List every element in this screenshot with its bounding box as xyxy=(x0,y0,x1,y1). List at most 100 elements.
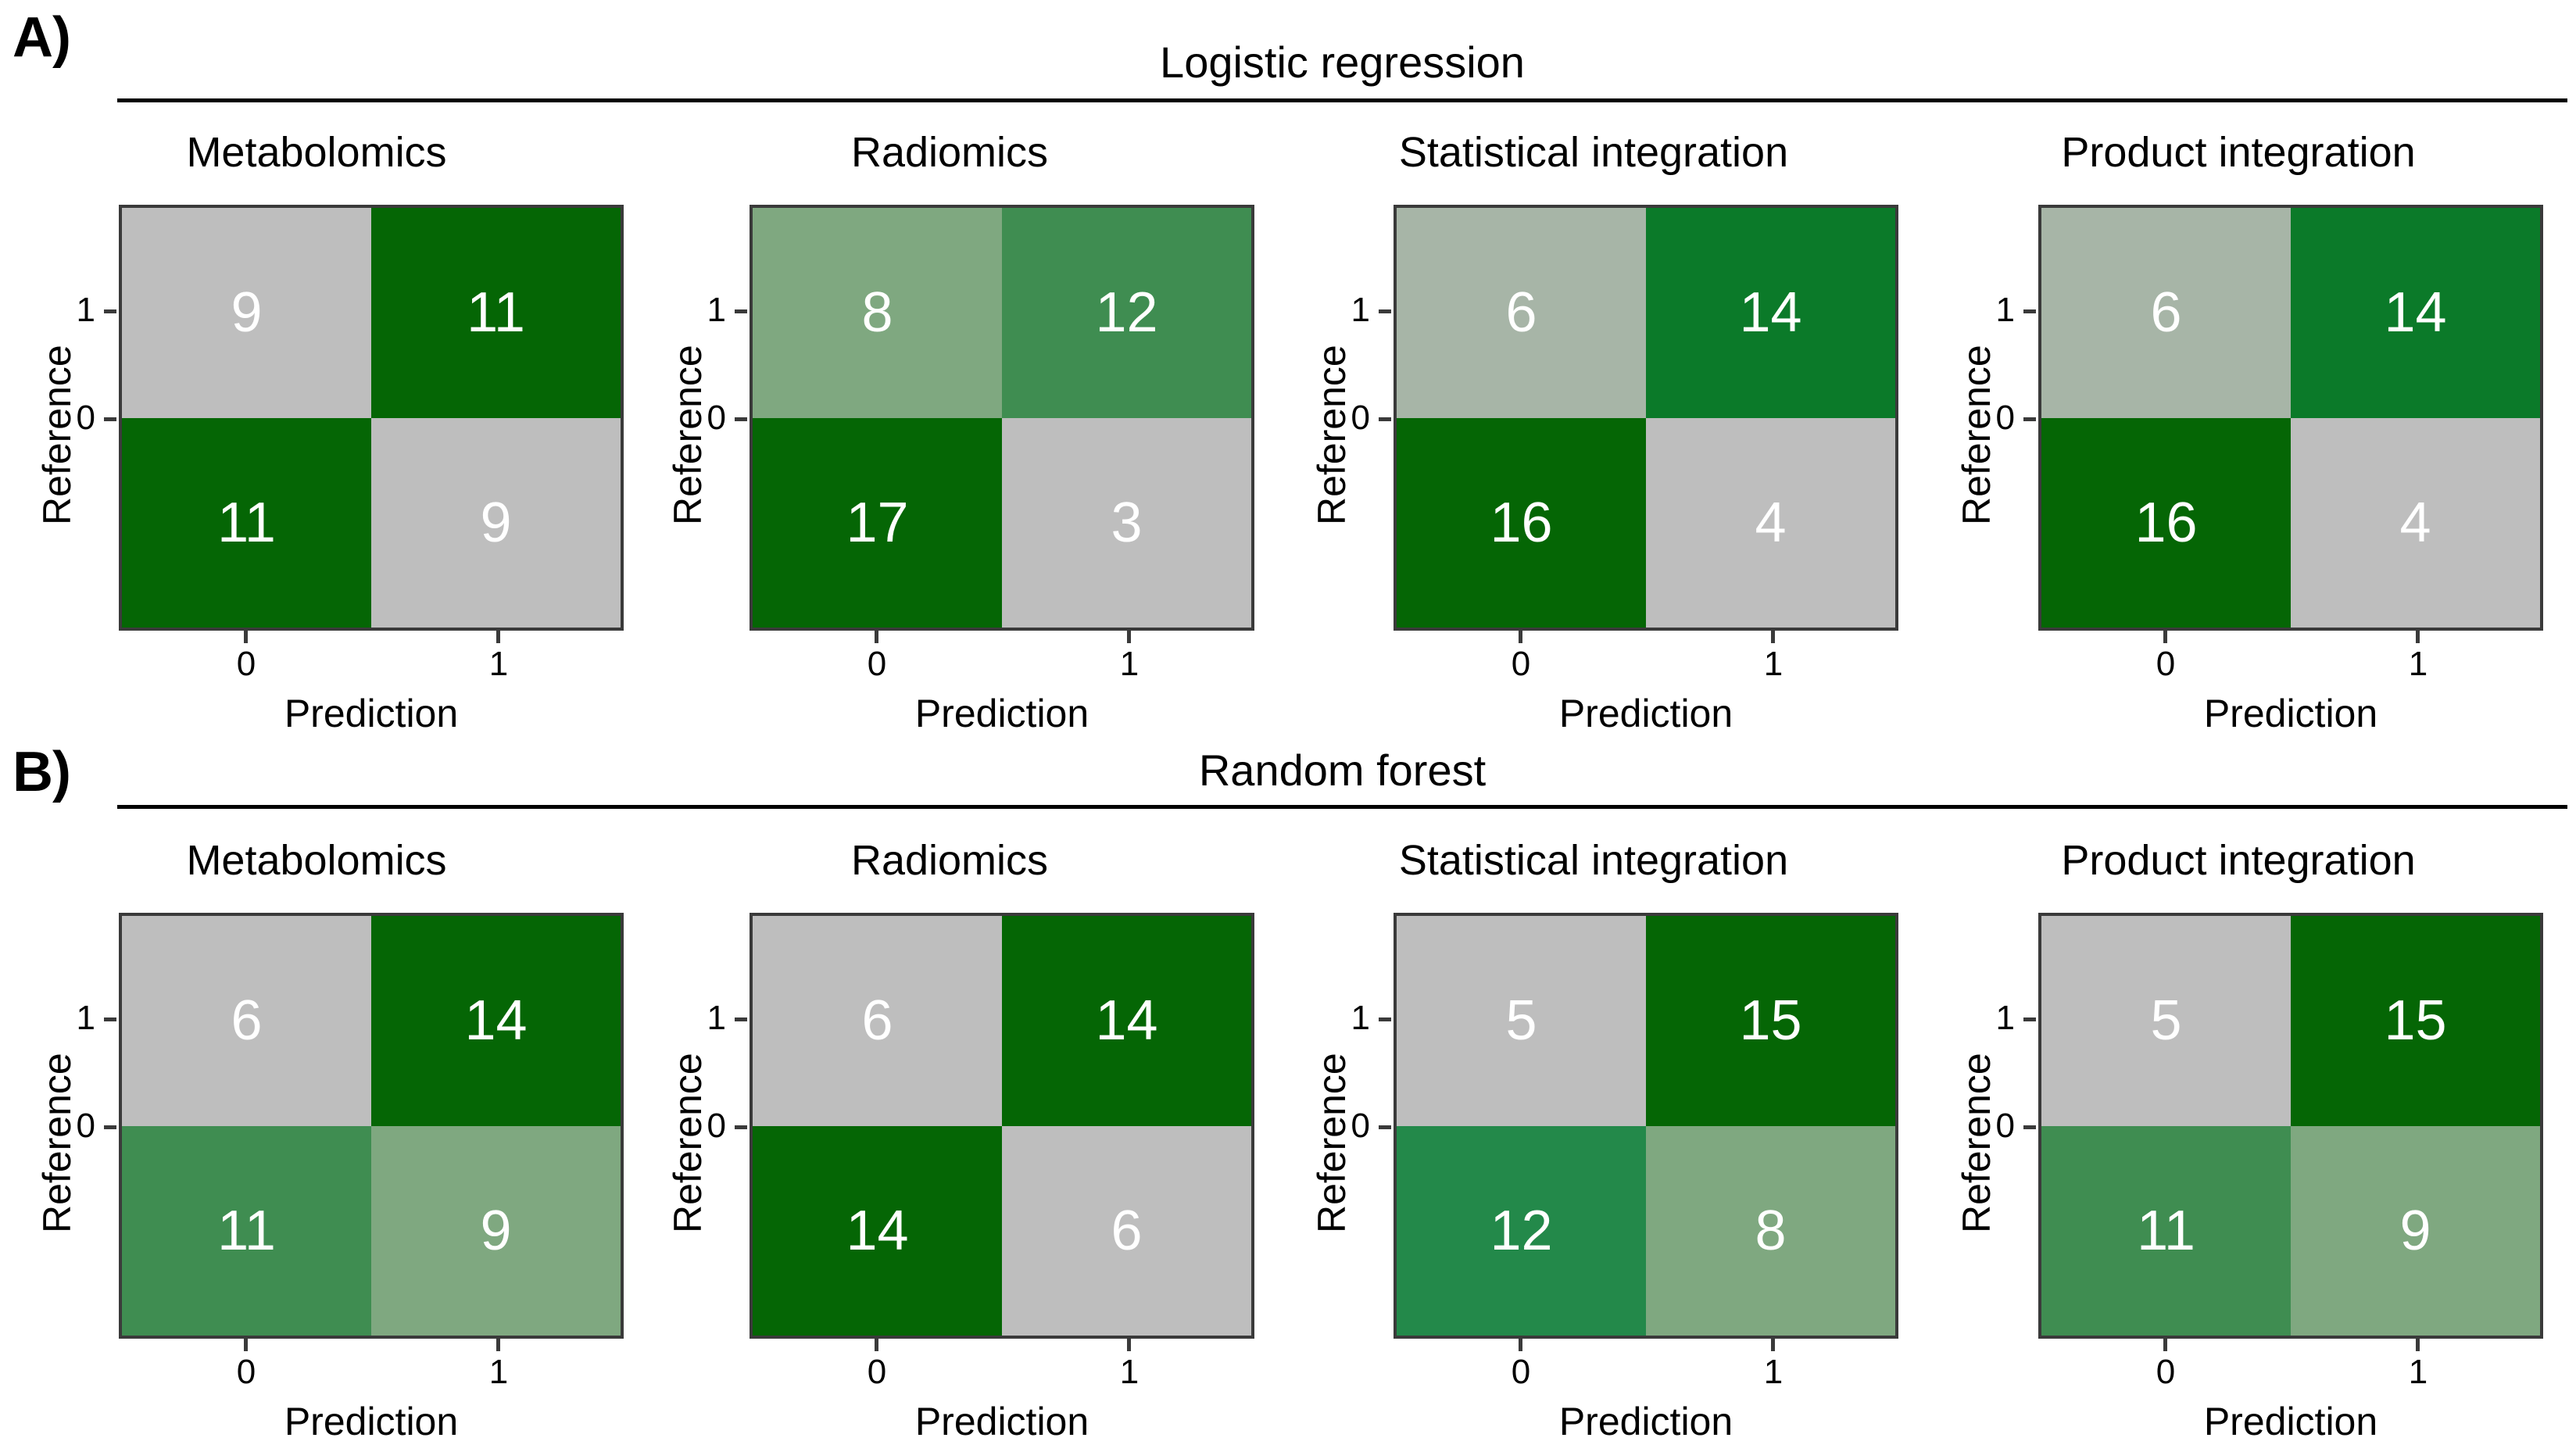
x-axis-label: Prediction xyxy=(914,692,1089,735)
y-tick-label-0: 0 xyxy=(76,1107,95,1145)
cell-value: 5 xyxy=(2150,989,2182,1053)
matrix-cell: 9 xyxy=(371,417,621,628)
y-tick-mark-0 xyxy=(2023,417,2036,421)
matrix-cell: 11 xyxy=(371,208,621,418)
cell-value: 9 xyxy=(231,281,263,345)
x-tick-mark-1 xyxy=(496,631,500,643)
matrix-cell: 11 xyxy=(122,1125,371,1336)
cell-value: 9 xyxy=(480,1199,512,1262)
x-tick-label-1: 1 xyxy=(1119,1353,1140,1391)
y-tick-label-1: 1 xyxy=(76,291,95,329)
cell-value: 14 xyxy=(2384,281,2447,345)
x-tick-mark-1 xyxy=(2416,631,2420,643)
cell-value: 4 xyxy=(2399,491,2431,554)
matrix-cell: 3 xyxy=(1002,417,1251,628)
y-tick-mark-0 xyxy=(735,1125,747,1129)
x-axis-label: Prediction xyxy=(284,1400,459,1443)
y-tick-mark-1 xyxy=(735,1017,747,1021)
x-tick-label-1: 1 xyxy=(1763,1353,1784,1391)
matrix-cell: 6 xyxy=(2041,208,2291,418)
y-tick-label-0: 0 xyxy=(707,399,726,437)
matrix-cell: 6 xyxy=(1002,1125,1251,1336)
matrix-cell: 5 xyxy=(2041,916,2291,1126)
y-tick-mark-1 xyxy=(1379,309,1391,313)
cell-value: 14 xyxy=(1095,989,1158,1053)
section-title-random-forest: Random forest xyxy=(1198,746,1487,795)
cell-value: 8 xyxy=(1755,1199,1787,1262)
cell-value: 6 xyxy=(2150,281,2182,345)
y-tick-label-1: 1 xyxy=(76,999,95,1037)
cell-value: 14 xyxy=(464,989,528,1053)
x-axis-label: Prediction xyxy=(914,1400,1089,1443)
y-tick-mark-1 xyxy=(104,1017,116,1021)
cell-value: 6 xyxy=(231,989,263,1053)
matrix-cell: 8 xyxy=(753,208,1002,418)
x-tick-label-0: 0 xyxy=(1511,1353,1531,1391)
y-tick-label-1: 1 xyxy=(1351,999,1370,1037)
x-tick-label-0: 0 xyxy=(867,645,887,683)
cell-value: 14 xyxy=(846,1199,909,1262)
matrix-grid: 6 14 16 4 xyxy=(1394,205,1898,631)
matrix-grid: 9 11 11 9 xyxy=(119,205,624,631)
cell-value: 5 xyxy=(1505,989,1537,1053)
x-tick-mark-0 xyxy=(875,631,878,643)
x-tick-label-1: 1 xyxy=(1119,645,1140,683)
y-tick-mark-1 xyxy=(735,309,747,313)
matrix-grid: 5 15 11 9 xyxy=(2038,913,2543,1339)
matrix-grid: 8 12 17 3 xyxy=(750,205,1254,631)
section-letter-b: B) xyxy=(13,741,71,803)
x-tick-mark-1 xyxy=(496,1339,500,1351)
matrix-cell: 14 xyxy=(2291,208,2540,418)
matrix-grid: 6 14 14 6 xyxy=(750,913,1254,1339)
cell-value: 12 xyxy=(1095,281,1158,345)
y-tick-label-0: 0 xyxy=(1351,399,1370,437)
matrix-title: Product integration xyxy=(2061,129,2416,176)
x-tick-label-1: 1 xyxy=(2408,645,2428,683)
matrix-cell: 9 xyxy=(2291,1125,2540,1336)
matrix-cell: 16 xyxy=(1397,417,1646,628)
matrix-cell: 14 xyxy=(1002,916,1251,1126)
cell-value: 11 xyxy=(2137,1199,2195,1262)
cell-value: 15 xyxy=(2384,989,2447,1053)
matrix-cell: 4 xyxy=(2291,417,2540,628)
x-tick-label-0: 0 xyxy=(236,645,256,683)
x-axis-label: Prediction xyxy=(2203,692,2378,735)
section-letter-a: A) xyxy=(13,6,71,69)
cell-value: 15 xyxy=(1739,989,1802,1053)
x-tick-label-0: 0 xyxy=(2156,1353,2176,1391)
x-axis-label: Prediction xyxy=(2203,1400,2378,1443)
x-tick-mark-1 xyxy=(2416,1339,2420,1351)
x-tick-label-0: 0 xyxy=(236,1353,256,1391)
matrix-title: Metabolomics xyxy=(186,129,447,176)
y-tick-label-0: 0 xyxy=(1995,1107,2015,1145)
cell-value: 11 xyxy=(467,281,525,345)
matrix-title: Radiomics xyxy=(850,837,1049,884)
matrix-panel-a-statistical-integration: Statistical integration 6 14 16 4 Refere… xyxy=(1277,117,1910,742)
y-tick-mark-1 xyxy=(2023,1017,2036,1021)
x-tick-mark-0 xyxy=(1519,631,1522,643)
cell-value: 9 xyxy=(2399,1199,2431,1262)
x-tick-label-1: 1 xyxy=(488,1353,509,1391)
matrix-cell: 11 xyxy=(2041,1125,2291,1336)
matrix-cell: 14 xyxy=(371,916,621,1126)
cell-value: 14 xyxy=(1739,281,1802,345)
matrix-grid: 6 14 11 9 xyxy=(119,913,624,1339)
y-tick-label-0: 0 xyxy=(76,399,95,437)
y-tick-label-1: 1 xyxy=(1995,291,2015,329)
matrix-panel-a-radiomics: Radiomics 8 12 17 3 Reference 1 0 0 1 Pr… xyxy=(633,117,1266,742)
cell-value: 8 xyxy=(861,281,893,345)
x-axis-label: Prediction xyxy=(1558,1400,1733,1443)
y-tick-label-0: 0 xyxy=(1351,1107,1370,1145)
x-tick-label-1: 1 xyxy=(488,645,509,683)
matrix-cell: 14 xyxy=(1646,208,1895,418)
cell-value: 9 xyxy=(480,491,512,554)
x-tick-mark-0 xyxy=(2163,631,2167,643)
matrix-cell: 5 xyxy=(1397,916,1646,1126)
y-tick-mark-0 xyxy=(1379,1125,1391,1129)
x-tick-label-1: 1 xyxy=(2408,1353,2428,1391)
cell-value: 6 xyxy=(861,989,893,1053)
matrix-title: Metabolomics xyxy=(186,837,447,884)
matrix-cell: 9 xyxy=(371,1125,621,1336)
matrix-title: Statistical integration xyxy=(1398,837,1789,884)
y-tick-mark-0 xyxy=(104,1125,116,1129)
